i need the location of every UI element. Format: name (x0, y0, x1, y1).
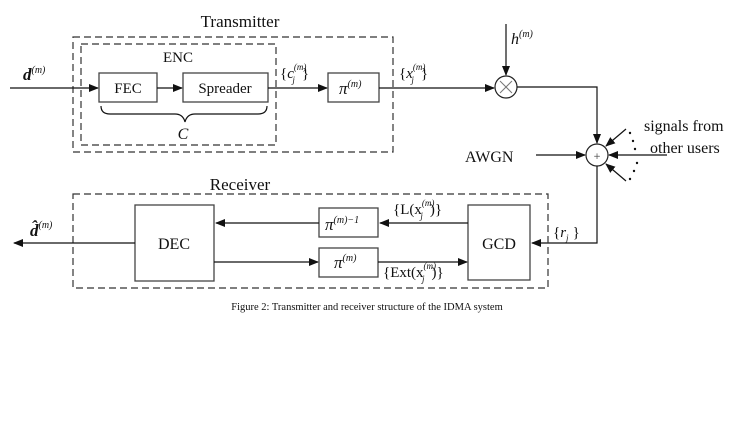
deinterleaver-label: π(m)−1 (325, 215, 359, 234)
awgn-label: AWGN (465, 149, 514, 166)
channel-gain-label: h(m) (511, 29, 534, 48)
gcd-label: GCD (482, 236, 516, 253)
receiver-boundary (72, 193, 549, 289)
sum-to-gcd-arrow (531, 166, 598, 247)
transmitter-boundary (72, 36, 394, 153)
figure-caption: Figure 2: Transmitter and receiver struc… (231, 302, 503, 313)
fec-label: FEC (114, 81, 142, 97)
interleaved-chips-label: {x(m)j} (399, 62, 428, 85)
spreader-block (182, 72, 269, 103)
llr-label: {L(x(m)j)} (393, 198, 442, 221)
other-users-label-line2: other users (650, 140, 720, 157)
enc-label: ENC (163, 50, 193, 66)
dec-label: DEC (158, 236, 190, 253)
input-symbol: d(m) (23, 65, 46, 84)
multiplier-to-sum-arrow (517, 86, 601, 144)
dec-block (134, 204, 215, 282)
brace-label-c: C (178, 126, 189, 143)
coded-chips-label: {c(m)j} (280, 62, 309, 85)
ellipsis-dots (628, 131, 639, 181)
plus-icon: + (593, 152, 601, 162)
ext-label: {Ext(x(m)j)} (383, 261, 444, 284)
enc-boundary (80, 43, 277, 146)
received-signal-label: {rj} (553, 225, 580, 243)
other-user-arrow-1 (605, 128, 627, 147)
receiver-title: Receiver (210, 175, 271, 194)
interleaver-label: π(m) (339, 79, 362, 98)
brace (100, 105, 268, 123)
other-user-arrow-3 (605, 163, 627, 182)
transmitter-title: Transmitter (201, 12, 280, 31)
other-users-label-line1: signals from (644, 118, 724, 135)
receiver-interleaver-label: π(m) (334, 253, 357, 272)
gcd-block (467, 204, 531, 281)
interleaver-block (327, 72, 380, 103)
spreader-label: Spreader (198, 81, 251, 97)
receiver-interleaver-block (318, 247, 379, 278)
output-symbol: d̂(m) (30, 220, 53, 240)
